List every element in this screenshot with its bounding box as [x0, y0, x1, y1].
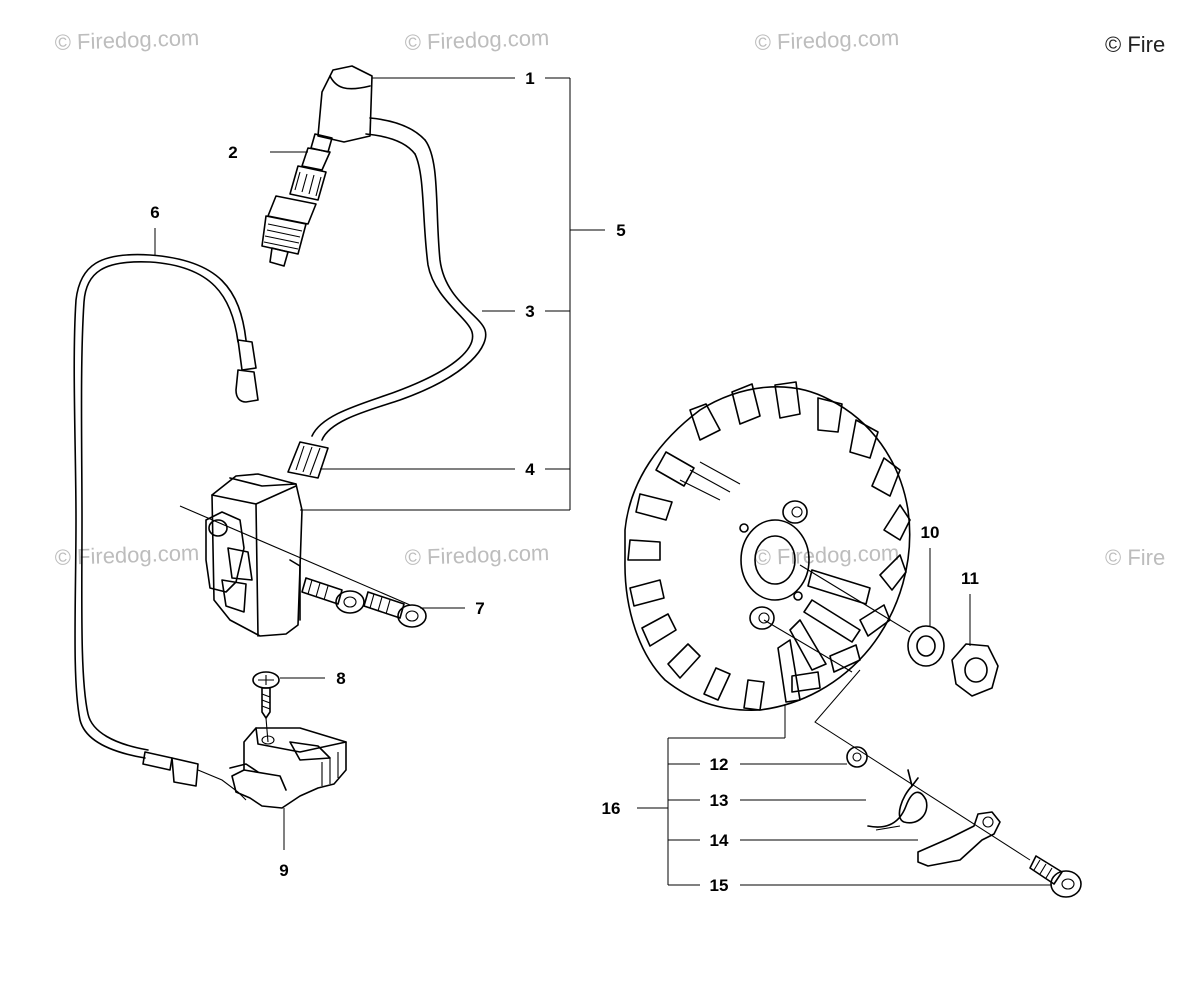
callout-11: 11: [961, 569, 979, 588]
stop-switch: [229, 727, 347, 809]
switch-screw: [252, 671, 280, 743]
callout-6: 6: [150, 203, 159, 222]
watermark: © Firedog.com: [404, 25, 549, 55]
stop-switch-wire: [73, 253, 259, 801]
watermark: © Firedog.com: [54, 540, 199, 570]
callout-13: 13: [710, 791, 729, 810]
callout-14: 14: [710, 831, 729, 850]
callout-8: 8: [336, 669, 345, 688]
leader-lines: [154, 77, 1052, 886]
watermark: © Fire: [1105, 545, 1165, 570]
lead-connector: [287, 441, 329, 479]
callout-10: 10: [921, 523, 940, 542]
flywheel-washer: [907, 625, 945, 667]
watermark: © Firedog.com: [754, 540, 899, 570]
coil-screw: [363, 591, 427, 628]
pawl-washer: [846, 746, 868, 768]
spark-plug-boot: [317, 65, 426, 155]
flywheel: [624, 381, 911, 712]
coil-screw: [301, 577, 365, 614]
callout-3: 3: [525, 302, 534, 321]
callout-1: 1: [525, 69, 534, 88]
watermark: © Fire: [1105, 32, 1165, 57]
spark-plug: [261, 133, 333, 267]
ignition-coil: [179, 473, 411, 637]
callout-5: 5: [616, 221, 625, 240]
callout-4: 4: [525, 460, 535, 479]
callout-16: 16: [602, 799, 621, 818]
callout-15: 15: [710, 876, 729, 895]
callout-7: 7: [475, 599, 484, 618]
watermark: © Firedog.com: [404, 540, 549, 570]
watermark: © Firedog.com: [754, 25, 899, 55]
callout-9: 9: [279, 861, 288, 880]
pawl-spring: [867, 769, 928, 831]
watermark: © Firedog.com: [54, 25, 199, 55]
ignition-lead: [311, 139, 487, 441]
flywheel-nut: [951, 643, 999, 697]
callout-2: 2: [228, 143, 237, 162]
pawl-screw: [1029, 855, 1082, 898]
starter-pawl: [917, 811, 1001, 867]
callout-12: 12: [710, 755, 729, 774]
